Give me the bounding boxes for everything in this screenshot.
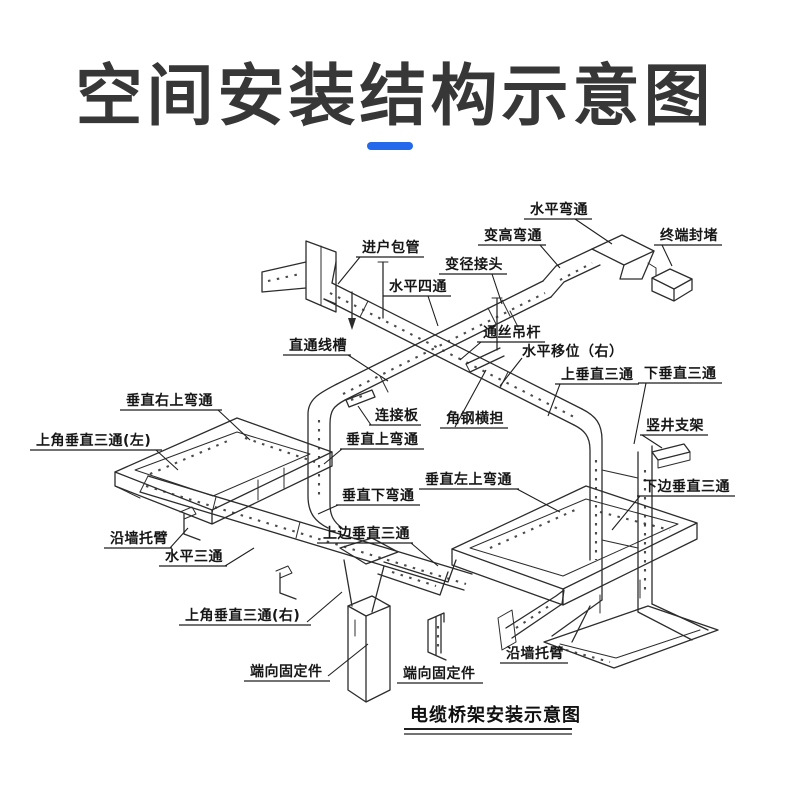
label-text: 沿墙托臂 xyxy=(110,530,168,547)
label-end-cap: 终端封堵 xyxy=(654,227,722,267)
label-text: 上角垂直三通(右) xyxy=(185,607,300,624)
label-text: 垂直左上弯通 xyxy=(425,471,512,488)
label-text: 上垂直三通 xyxy=(561,366,634,383)
diagram-caption: 电缆桥架安装示意图 xyxy=(404,704,581,735)
label-text: 下垂直三通 xyxy=(644,365,717,382)
label-threaded-hanger-rod: 通丝吊杆 xyxy=(459,324,545,361)
corner-tee-right-to-column xyxy=(339,537,399,703)
wall-bracket-under-run-2 xyxy=(275,565,297,600)
wall-bracket-under-run-1 xyxy=(179,506,201,541)
label-text: 垂直上弯通 xyxy=(346,431,419,448)
label-lower-vertical-tee: 下垂直三通 xyxy=(633,365,722,445)
label-lower-edge-vertical-tee: 下边垂直三通 xyxy=(611,478,735,531)
label-text: 终端封堵 xyxy=(660,227,718,244)
tray-crossing-horizontal-four-way xyxy=(323,280,583,426)
caption-text: 电缆桥架安装示意图 xyxy=(410,704,581,726)
end-cap-piece xyxy=(647,262,693,302)
label-text: 进户包管 xyxy=(362,239,420,256)
hanger-rods xyxy=(348,261,503,351)
label-vertical-down-bend: 垂直下弯通 xyxy=(317,487,420,515)
label-upper-corner-vertical-tee-right: 上角垂直三通(右) xyxy=(179,591,343,626)
shaft-support-bracket xyxy=(651,443,691,469)
wall-arm-piece xyxy=(497,589,565,651)
label-horizontal-tee: 水平三通 xyxy=(159,547,255,567)
label-text: 下边垂直三通 xyxy=(643,478,730,495)
label-horizontal-four-way: 水平四通 xyxy=(383,278,451,327)
label-shaft-support: 竖井支架 xyxy=(640,417,708,449)
label-vertical-up-bend: 垂直上弯通 xyxy=(323,431,424,465)
label-text: 垂直右上弯通 xyxy=(126,392,213,409)
label-text: 沿墙托臂 xyxy=(506,645,564,662)
vertical-shaft xyxy=(573,408,653,613)
label-text: 上角垂直三通(左) xyxy=(36,432,151,449)
label-text: 水平弯通 xyxy=(530,201,588,218)
label-horizontal-bend: 水平弯通 xyxy=(524,201,613,245)
label-text: 连接板 xyxy=(375,407,419,424)
label-reducer-joint: 变径接头 xyxy=(439,256,507,305)
label-text: 水平三通 xyxy=(165,548,223,565)
label-splice-plate: 连接板 xyxy=(357,405,421,426)
angle-steel-cross-arm xyxy=(465,347,505,373)
lower-left-long-run-horizontal-tee xyxy=(139,475,473,591)
label-text: 竖井支架 xyxy=(646,417,704,434)
label-horizontal-shift-right: 水平移位（右） xyxy=(499,343,624,387)
label-text: 通丝吊杆 xyxy=(483,324,541,341)
label-end-fixing-piece-right: 端向固定件 xyxy=(397,665,483,684)
label-vertical-right-up-bend: 垂直右上弯通 xyxy=(120,392,251,441)
label-upper-edge-vertical-tee: 上边垂直三通 xyxy=(317,525,439,567)
label-wall-arm-bottom: 沿墙托臂 xyxy=(500,645,568,664)
entry-wall-sleeve xyxy=(261,240,337,313)
label-text: 变径接头 xyxy=(445,256,503,273)
label-text: 垂直下弯通 xyxy=(342,487,415,504)
label-text: 角钢横担 xyxy=(446,410,504,427)
label-text: 水平移位（右） xyxy=(522,343,624,360)
label-text: 端向固定件 xyxy=(250,663,323,680)
label-angle-steel-cross-arm: 角钢横担 xyxy=(440,369,508,429)
splice-plate xyxy=(345,389,376,408)
label-text: 端向固定件 xyxy=(403,665,476,682)
horizontal-bend xyxy=(591,234,655,280)
vertical-s-curve xyxy=(307,383,346,529)
label-upper-corner-vertical-tee-left: 上角垂直三通(左) xyxy=(30,432,179,471)
accent-dash xyxy=(367,142,413,150)
height-change-bend xyxy=(542,248,601,298)
label-text: 水平四通 xyxy=(389,278,447,295)
label-text: 变高弯通 xyxy=(484,227,542,244)
shaft-floor-base xyxy=(543,599,719,669)
branch-run-to-right-ring xyxy=(377,559,457,596)
end-fixing-piece-z-bracket xyxy=(427,612,447,661)
label-vertical-left-up-bend: 垂直左上弯通 xyxy=(419,471,561,513)
label-upper-vertical-tee: 上垂直三通 xyxy=(547,366,639,417)
label-text: 直通线槽 xyxy=(289,337,347,354)
label-wall-bracket-left: 沿墙托臂 xyxy=(104,527,189,549)
label-entry-wall-sleeve: 进户包管 xyxy=(337,239,424,285)
label-straight-trough: 直通线槽 xyxy=(283,337,389,382)
reducer-joint xyxy=(487,299,511,325)
label-end-fixing-piece-left: 端向固定件 xyxy=(244,643,369,682)
right-elevated-ring xyxy=(451,485,698,614)
label-text: 上边垂直三通 xyxy=(323,525,410,542)
page-title: 空间安装结构示意图 xyxy=(75,57,715,135)
label-height-change-bend: 变高弯通 xyxy=(478,227,561,269)
